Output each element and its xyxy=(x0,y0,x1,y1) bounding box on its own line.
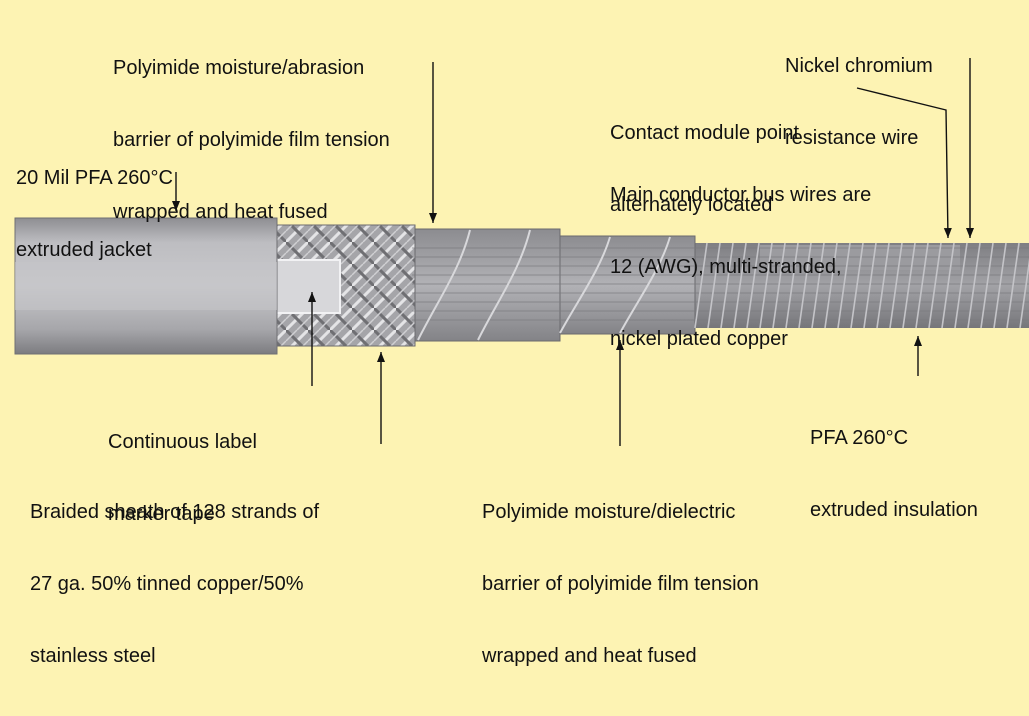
resistance-wire-turn xyxy=(733,242,747,329)
resistance-wire-turn xyxy=(993,242,1007,329)
resistance-wire-turn xyxy=(954,242,968,329)
resistance-wire-turn xyxy=(941,242,955,329)
label-top-barrier: Polyimide moisture/abrasion barrier of p… xyxy=(113,57,390,223)
leader-contact-module xyxy=(856,87,949,239)
film-wrap xyxy=(477,229,531,341)
leader-dielectric-barrier-arrowhead xyxy=(616,340,624,350)
label-dielectric-barrier: Polyimide moisture/dielectric barrier of… xyxy=(482,501,759,667)
resistance-wire-turn xyxy=(811,242,825,329)
resistance-wire-turn xyxy=(798,242,812,329)
label-bus-wires: Main conductor bus wires are 12 (AWG), m… xyxy=(610,184,872,350)
dielectric-barrier xyxy=(554,235,696,335)
resistance-wire-turn xyxy=(772,242,786,329)
resistance-wire-turn xyxy=(746,242,760,329)
leader-braided-sheath-arrowhead xyxy=(377,352,385,362)
resistance-wire-turn xyxy=(837,242,851,329)
resistance-wire-turn xyxy=(785,242,799,329)
film-wrap xyxy=(417,229,471,341)
resistance-wire-turn xyxy=(967,242,981,329)
resistance-wire-turn xyxy=(889,242,903,329)
leader-top-barrier-arrowhead xyxy=(429,213,437,223)
resistance-wire-turn xyxy=(928,242,942,329)
film-wrap xyxy=(559,236,611,334)
resistance-wire-turn xyxy=(876,242,890,329)
resistance-wire-turn xyxy=(707,242,721,329)
label-nickel-wire: Nickel chromium resistance wire xyxy=(785,55,933,149)
wire-strands xyxy=(412,229,1029,341)
resistance-wire-turn xyxy=(1006,242,1020,329)
leader-lines xyxy=(172,58,974,446)
resistance-wire-turn xyxy=(915,242,929,329)
resistance-wire-turn xyxy=(902,242,916,329)
label-insulation: PFA 260°C extruded insulation xyxy=(810,427,978,521)
heating-cable-cross-section xyxy=(14,58,1029,446)
label-marker-tape xyxy=(275,259,341,314)
abrasion-barrier xyxy=(409,228,561,342)
label-braided-sheath: Braided sheath of 128 strands of 27 ga. … xyxy=(30,501,320,667)
resistance-wire-turn xyxy=(850,242,864,329)
leader-label-tape-arrowhead xyxy=(308,292,316,302)
label-contact-module: Contact module point alternately located xyxy=(610,122,800,216)
leader-contact-module-arrowhead xyxy=(943,227,952,238)
resistance-wire-turn xyxy=(720,242,734,329)
leader-insulation-arrowhead xyxy=(914,336,922,346)
resistance-wire-turn xyxy=(824,242,838,329)
label-label-tape: Continuous label marker tape xyxy=(108,431,257,525)
resistance-wire-turn xyxy=(759,242,773,329)
resistance-wire-turn xyxy=(1019,258,1029,329)
film-wrap xyxy=(619,236,671,334)
resistance-wire-turn xyxy=(694,242,708,329)
jacket-highlight xyxy=(15,262,277,310)
leader-nickel-wire-arrowhead xyxy=(966,228,974,238)
label-jacket: 20 Mil PFA 260°C extruded jacket xyxy=(16,167,173,261)
cable-diagram: Polyimide moisture/abrasion barrier of p… xyxy=(14,55,1029,667)
leader-jacket-arrowhead xyxy=(172,201,180,211)
resistance-wire-turn xyxy=(863,242,877,329)
resistance-wire-turn xyxy=(980,242,994,329)
